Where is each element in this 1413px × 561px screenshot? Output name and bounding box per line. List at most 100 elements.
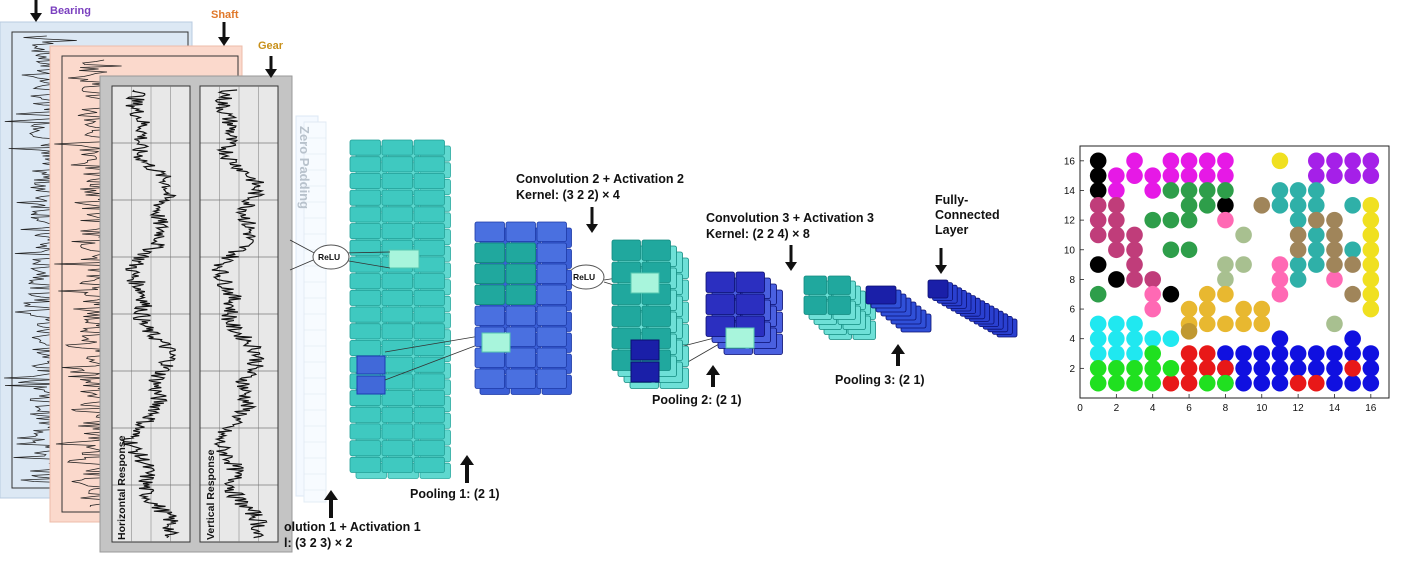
scatter-point <box>1235 315 1252 333</box>
scatter-point <box>1089 374 1107 392</box>
scatter-point <box>1344 196 1361 214</box>
zero-padding-label: Zero Padding <box>297 126 312 210</box>
scatter-point <box>1217 285 1234 303</box>
scatter-point <box>1108 374 1125 392</box>
scatter-point <box>1198 152 1216 170</box>
scatter-point <box>1126 315 1143 333</box>
conv3-kernel: Kernel: (2 2 4) × 8 <box>706 227 810 241</box>
scatter-point <box>1089 330 1107 348</box>
scatter-point <box>1217 167 1234 184</box>
scatter-point <box>1289 374 1307 392</box>
scatter-point <box>1344 285 1361 303</box>
scatter-point <box>1344 256 1361 273</box>
scatter-point <box>1253 300 1271 318</box>
x-tick-label: 2 <box>1114 403 1120 414</box>
x-tick-label: 10 <box>1256 403 1268 414</box>
x-tick-label: 4 <box>1150 403 1156 414</box>
scatter-point <box>1198 196 1216 214</box>
conv1-title: olution 1 + Activation 1 <box>284 520 421 534</box>
scatter-point <box>1271 285 1289 303</box>
scatter-point <box>1162 241 1180 259</box>
scatter-point <box>1307 241 1325 259</box>
scatter-point <box>1198 285 1216 303</box>
gear-grid <box>112 86 278 542</box>
scatter-point <box>1198 345 1216 362</box>
scatter-point <box>1253 345 1271 362</box>
scatter-point <box>1289 360 1307 377</box>
scatter-point <box>1144 345 1162 362</box>
scatter-point <box>1089 167 1107 184</box>
pooling1-label: Pooling 1: (2 1) <box>410 487 500 501</box>
scatter-point <box>1126 345 1143 362</box>
scatter-point <box>1235 226 1252 244</box>
scatter-point <box>1307 182 1325 199</box>
scatter-point <box>1362 300 1380 318</box>
y-tick-label: 8 <box>1069 275 1075 286</box>
conv2-title: Convolution 2 + Activation 2 <box>516 172 684 186</box>
y-tick-label: 16 <box>1064 156 1076 167</box>
scatter-point <box>1235 360 1252 377</box>
scatter-point <box>1198 315 1216 333</box>
scatter-point <box>1162 152 1180 170</box>
pooling2-feature-map <box>705 271 783 355</box>
scatter-point <box>1344 360 1361 377</box>
scatter-point <box>1289 182 1307 199</box>
scatter-point <box>1180 374 1198 392</box>
scatter-point <box>1089 360 1107 377</box>
scatter-point <box>1326 315 1343 333</box>
scatter-point <box>1126 374 1143 392</box>
scatter-point <box>1180 196 1198 214</box>
fc-label-line1: Fully- <box>935 193 969 207</box>
scatter-point <box>1108 241 1125 259</box>
scatter-point <box>1362 360 1380 377</box>
scatter-point <box>1162 211 1180 229</box>
scatter-point <box>1162 182 1180 199</box>
y-tick-label: 4 <box>1069 334 1075 345</box>
scatter-point <box>1108 167 1125 184</box>
scatter-point <box>1089 152 1107 170</box>
scatter-point <box>1362 241 1380 259</box>
scatter-point <box>1235 300 1252 318</box>
scatter-point <box>1217 182 1234 199</box>
scatter-point <box>1144 360 1162 377</box>
x-tick-label: 8 <box>1223 403 1229 414</box>
scatter-point <box>1362 345 1380 362</box>
scatter-point <box>1307 167 1325 184</box>
scatter-point <box>1344 167 1361 184</box>
scatter-point <box>1089 256 1107 273</box>
scatter-point <box>1344 330 1361 348</box>
scatter-point <box>1126 241 1143 259</box>
y-tick-label: 12 <box>1064 216 1076 227</box>
scatter-point <box>1089 182 1107 199</box>
scatter-point <box>1362 226 1380 244</box>
scatter-point <box>1271 182 1289 199</box>
scatter-point <box>1253 315 1271 333</box>
scatter-point <box>1253 374 1271 392</box>
bearing-label: Bearing <box>50 5 91 17</box>
conv1-feature-map <box>349 139 451 479</box>
scatter-point <box>1271 360 1289 377</box>
scatter-point <box>1326 152 1343 170</box>
scatter-point <box>1235 374 1252 392</box>
conv1-kernel: l: (3 2 3) × 2 <box>284 536 353 550</box>
scatter-point <box>1089 345 1107 362</box>
scatter-point <box>1271 345 1289 362</box>
scatter-point <box>1289 256 1307 273</box>
scatter-point <box>1217 360 1234 377</box>
scatter-point <box>1108 345 1125 362</box>
scatter-point <box>1253 360 1271 377</box>
scatter-point <box>1271 271 1289 288</box>
scatter-point <box>1253 196 1271 214</box>
scatter-point <box>1362 211 1380 229</box>
scatter-point <box>1180 182 1198 199</box>
scatter-point <box>1198 374 1216 392</box>
scatter-point <box>1126 271 1143 288</box>
scatter-point <box>1108 330 1125 348</box>
scatter-point <box>1271 152 1289 170</box>
scatter-point <box>1307 152 1325 170</box>
scatter-point <box>1089 226 1107 244</box>
scatter-point <box>1344 241 1361 259</box>
pooling1-feature-map <box>474 221 572 395</box>
